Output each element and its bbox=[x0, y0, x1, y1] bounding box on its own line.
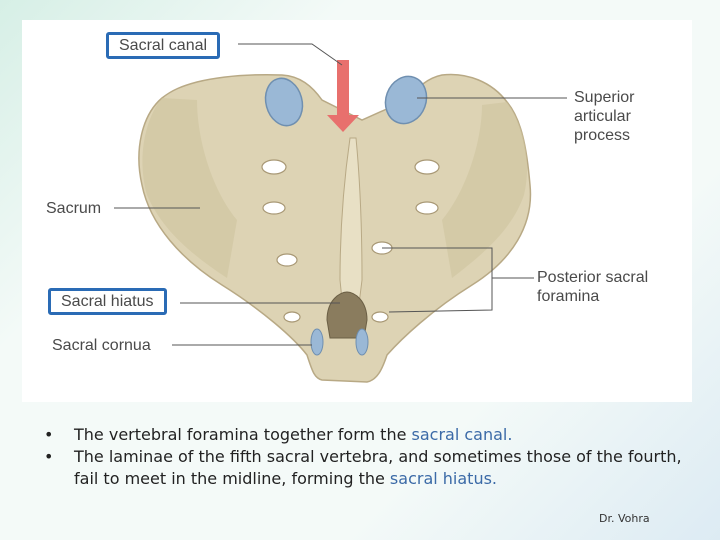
left-articular-facet bbox=[264, 77, 304, 127]
label-sacral-canal: Sacral canal bbox=[106, 32, 221, 59]
foramen-r4 bbox=[371, 311, 389, 323]
foramen-l1 bbox=[261, 159, 287, 175]
label-posterior-sacral-foramina: Posterior sacral foramina bbox=[537, 269, 649, 305]
bullet-item: • The vertebral foramina together form t… bbox=[44, 424, 684, 446]
leader-lines bbox=[114, 43, 567, 346]
bullet-highlight: sacral hiatus. bbox=[389, 469, 497, 488]
canal-arrow-shaft bbox=[337, 60, 349, 115]
bullet-marker: • bbox=[44, 447, 54, 466]
sacrum-bone bbox=[138, 73, 532, 383]
bullet-text: The laminae of the fifth sacral vertebra… bbox=[74, 447, 682, 488]
posterior-sacral-foramina bbox=[261, 159, 440, 323]
left-ala-shade bbox=[142, 98, 237, 278]
foramen-r2 bbox=[415, 201, 439, 215]
sacrum-illustration bbox=[114, 43, 567, 383]
right-sacral-cornu bbox=[355, 328, 369, 356]
label-sacral-cornua: Sacral cornua bbox=[52, 337, 151, 354]
left-sacral-cornu bbox=[310, 328, 324, 356]
canal-arrow-head bbox=[327, 115, 359, 132]
bullet-highlight: sacral canal. bbox=[411, 425, 513, 444]
label-sacral-hiatus: Sacral hiatus bbox=[48, 288, 167, 315]
label-superior-articular-process: Superior articular process bbox=[574, 89, 635, 144]
foramen-l2 bbox=[262, 201, 286, 215]
label-sacrum: Sacrum bbox=[46, 200, 102, 217]
right-ala-shade bbox=[442, 102, 528, 278]
bullet-item: • The laminae of the fifth sacral verteb… bbox=[44, 446, 684, 490]
bullet-text: The vertebral foramina together form the bbox=[74, 425, 412, 444]
bullet-list: • The vertebral foramina together form t… bbox=[44, 424, 684, 490]
foramen-r1 bbox=[414, 159, 440, 175]
foramen-l4 bbox=[283, 311, 301, 323]
bullet-marker: • bbox=[44, 425, 54, 444]
leader-sacral-canal bbox=[238, 43, 343, 66]
foramen-l3 bbox=[276, 253, 298, 267]
right-articular-facet bbox=[384, 75, 428, 125]
sacrum-figure: Sacral canal Superior articular process … bbox=[22, 20, 692, 402]
leader-foramina bbox=[382, 247, 493, 313]
author-credit: Dr. Vohra bbox=[599, 512, 650, 525]
